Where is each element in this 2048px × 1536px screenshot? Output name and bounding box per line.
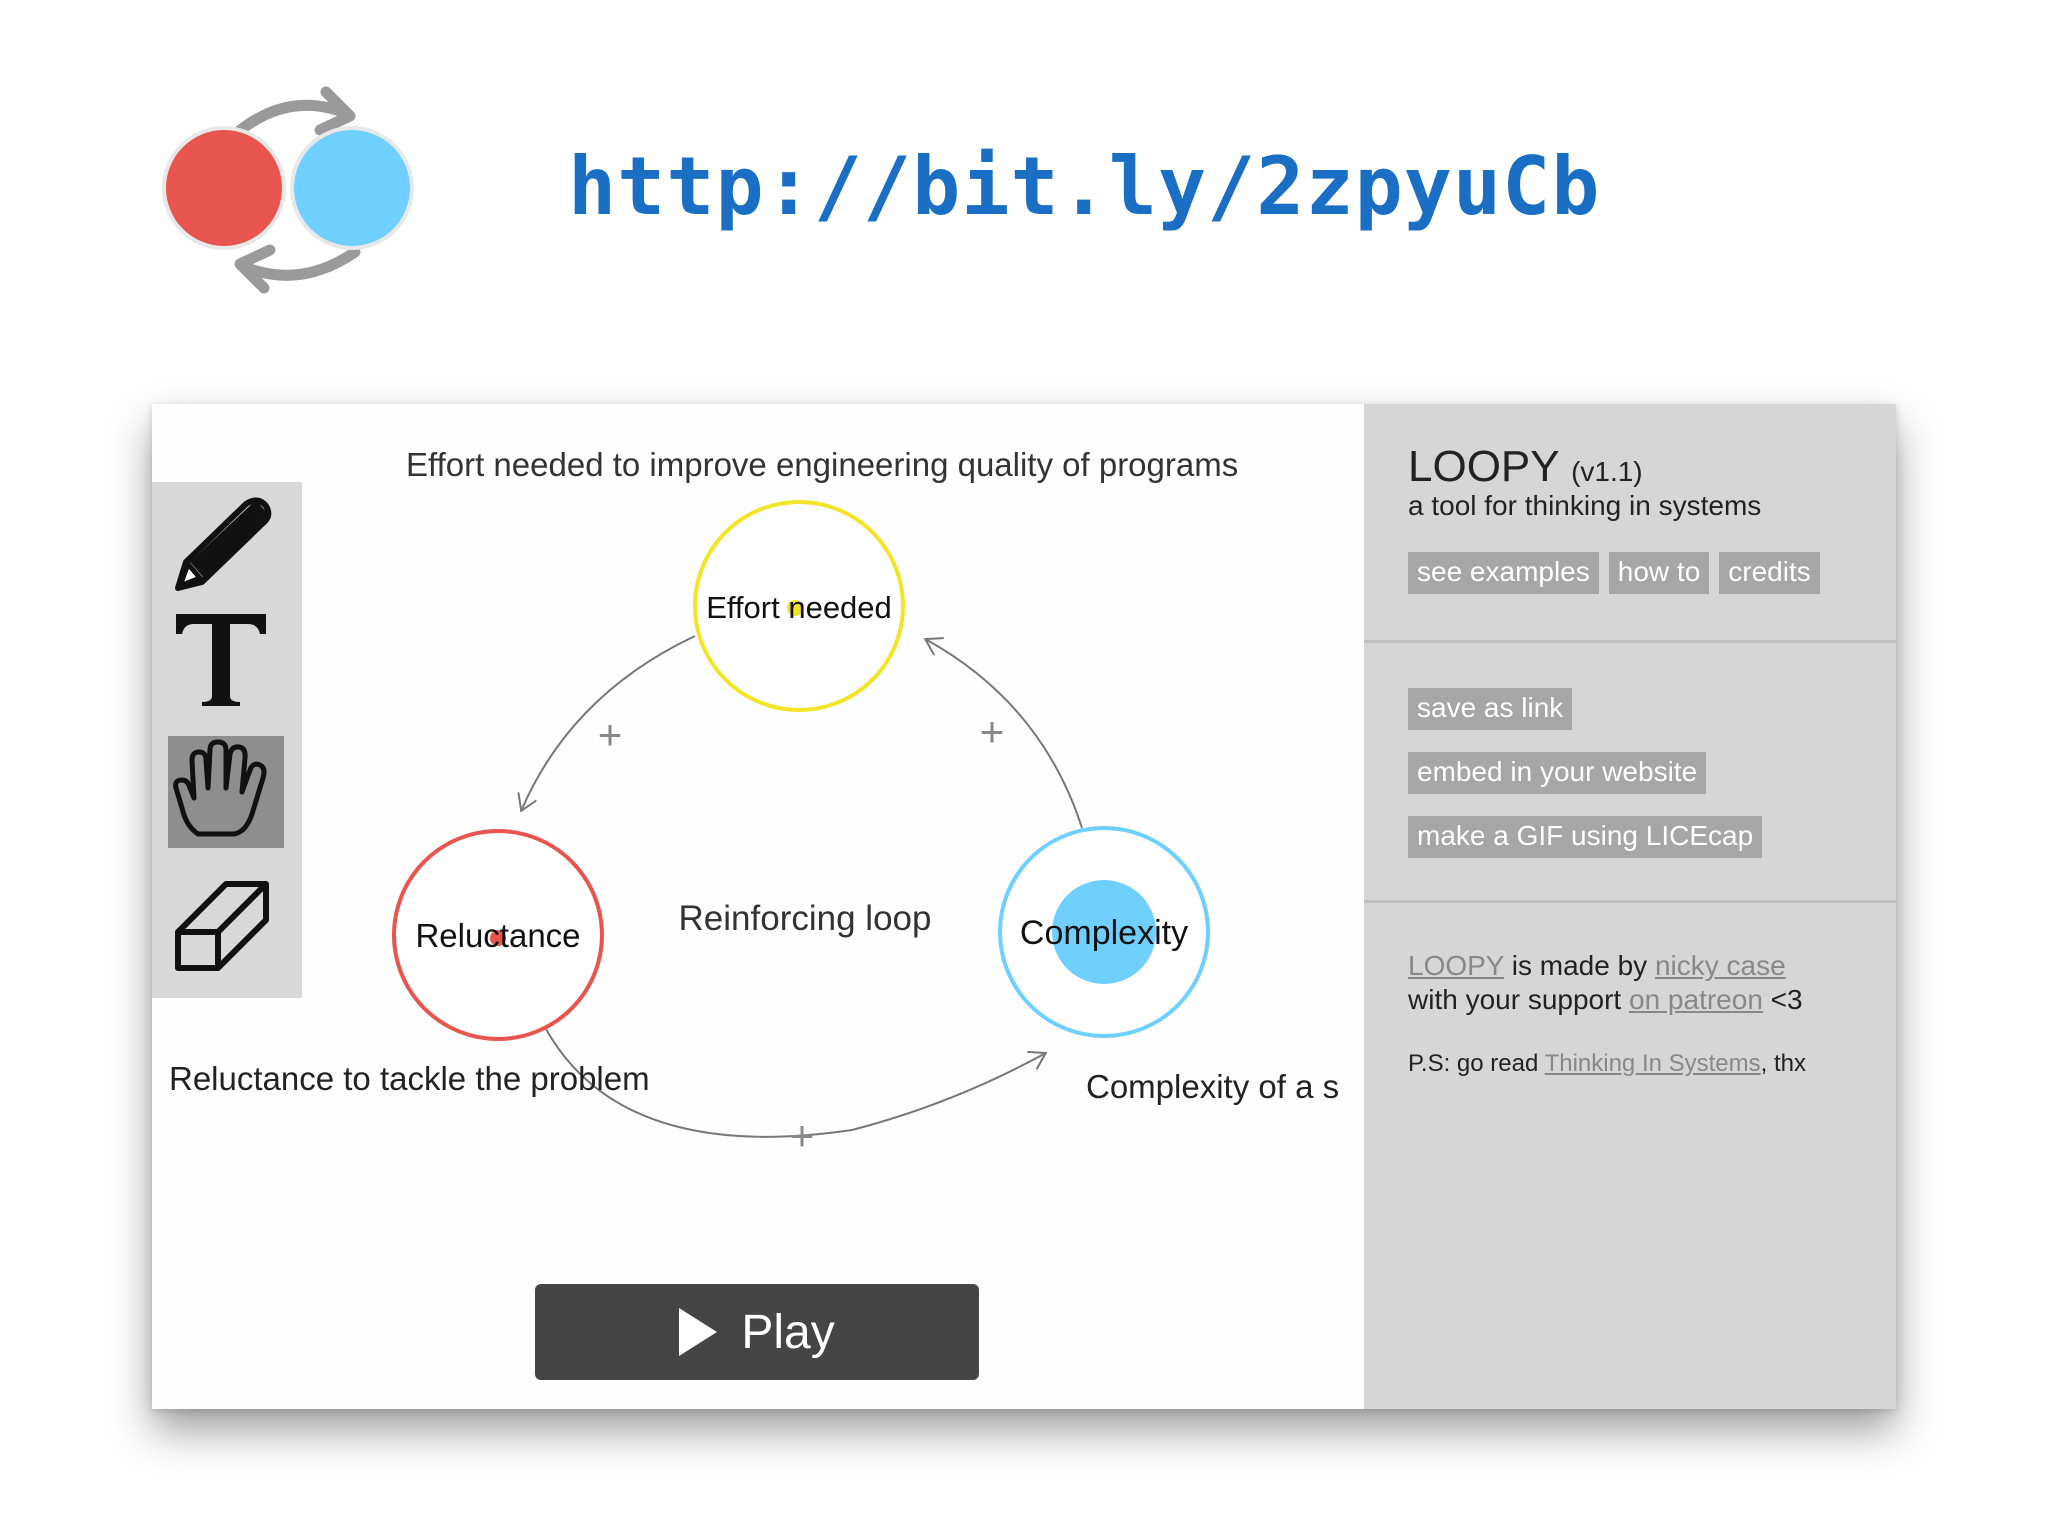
support-text: with your support xyxy=(1408,984,1629,1015)
text-tool[interactable] xyxy=(168,604,284,716)
divider xyxy=(1364,900,1896,903)
text-icon xyxy=(176,614,266,706)
divider xyxy=(1364,640,1896,643)
edge-complexity-to-effort xyxy=(927,640,1083,829)
heart-text: <3 xyxy=(1762,984,1803,1015)
loop-label: Reinforcing loop xyxy=(679,899,932,938)
sidebar: LOOPY (v1.1) a tool for thinking in syst… xyxy=(1364,404,1896,1409)
hand-icon xyxy=(173,739,267,837)
ps-suffix: , thx xyxy=(1760,1050,1807,1077)
node-label-effort: Effort needed xyxy=(706,590,892,625)
loopy-logo xyxy=(150,80,440,300)
info-buttons: see examples how to credits xyxy=(1408,552,1820,594)
ps-line: P.S: go read Thinking In Systems, thx xyxy=(1408,1050,1806,1078)
loop-diagram: + + + Effort needed Reluctance Complexit… xyxy=(169,446,1339,1159)
credit-text: is made by xyxy=(1503,950,1655,981)
complexity-caption: Complexity of a s xyxy=(1086,1068,1339,1105)
how-to-button[interactable]: how to xyxy=(1608,552,1710,594)
loopy-link[interactable]: LOOPY xyxy=(1408,950,1504,981)
credits-button[interactable]: credits xyxy=(1719,552,1820,594)
node-label-complexity: Complexity xyxy=(1020,914,1188,952)
play-label: Play xyxy=(741,1305,835,1359)
eraser-icon xyxy=(175,881,269,971)
play-icon xyxy=(679,1308,718,1356)
save-as-link-button[interactable]: save as link xyxy=(1408,688,1573,730)
top-caption: Effort needed to improve engineering qua… xyxy=(406,446,1238,483)
app-subtitle: a tool for thinking in systems xyxy=(1408,490,1762,521)
edge-effort-to-reluctance xyxy=(522,635,696,809)
tool-palette xyxy=(152,482,302,998)
pencil-icon xyxy=(175,497,272,591)
edge-reluctance-to-complexity xyxy=(545,1028,1044,1138)
ps-prefix: P.S: go read xyxy=(1408,1050,1545,1077)
reluctance-level-dot xyxy=(490,930,506,946)
short-url[interactable]: http://bit.ly/2zpyuCb xyxy=(568,140,1601,233)
patreon-link[interactable]: on patreon xyxy=(1629,984,1763,1015)
author-link[interactable]: nicky case xyxy=(1654,950,1786,981)
complexity-level-fill xyxy=(1052,880,1156,984)
embed-button[interactable]: embed in your website xyxy=(1408,752,1707,794)
pencil-tool[interactable] xyxy=(168,492,284,604)
book-link[interactable]: Thinking In Systems xyxy=(1544,1050,1761,1077)
eraser-tool[interactable] xyxy=(168,870,284,982)
play-button[interactable]: Play xyxy=(535,1284,979,1380)
app-name: LOOPY xyxy=(1408,442,1559,491)
edge-sign-left: + xyxy=(598,711,623,758)
diagram-canvas[interactable]: + + + Effort needed Reluctance Complexit… xyxy=(152,404,1364,1409)
edge-sign-bottom: + xyxy=(790,1112,815,1159)
effort-level-dot xyxy=(787,600,803,616)
app-version: (v1.1) xyxy=(1571,456,1643,487)
reluctance-caption: Reluctance to tackle the problem xyxy=(169,1060,650,1097)
loopy-app-window: + + + Effort needed Reluctance Complexit… xyxy=(152,404,1896,1409)
credit-line: LOOPY is made by nicky case xyxy=(1408,950,1786,982)
node-label-reluctance: Reluctance xyxy=(415,917,580,954)
edge-sign-right: + xyxy=(980,708,1005,755)
see-examples-button[interactable]: see examples xyxy=(1408,552,1599,594)
app-title: LOOPY (v1.1) xyxy=(1408,442,1643,492)
support-line: with your support on patreon <3 xyxy=(1408,984,1803,1016)
hand-tool[interactable] xyxy=(168,736,284,848)
make-gif-button[interactable]: make a GIF using LICEcap xyxy=(1408,816,1763,858)
